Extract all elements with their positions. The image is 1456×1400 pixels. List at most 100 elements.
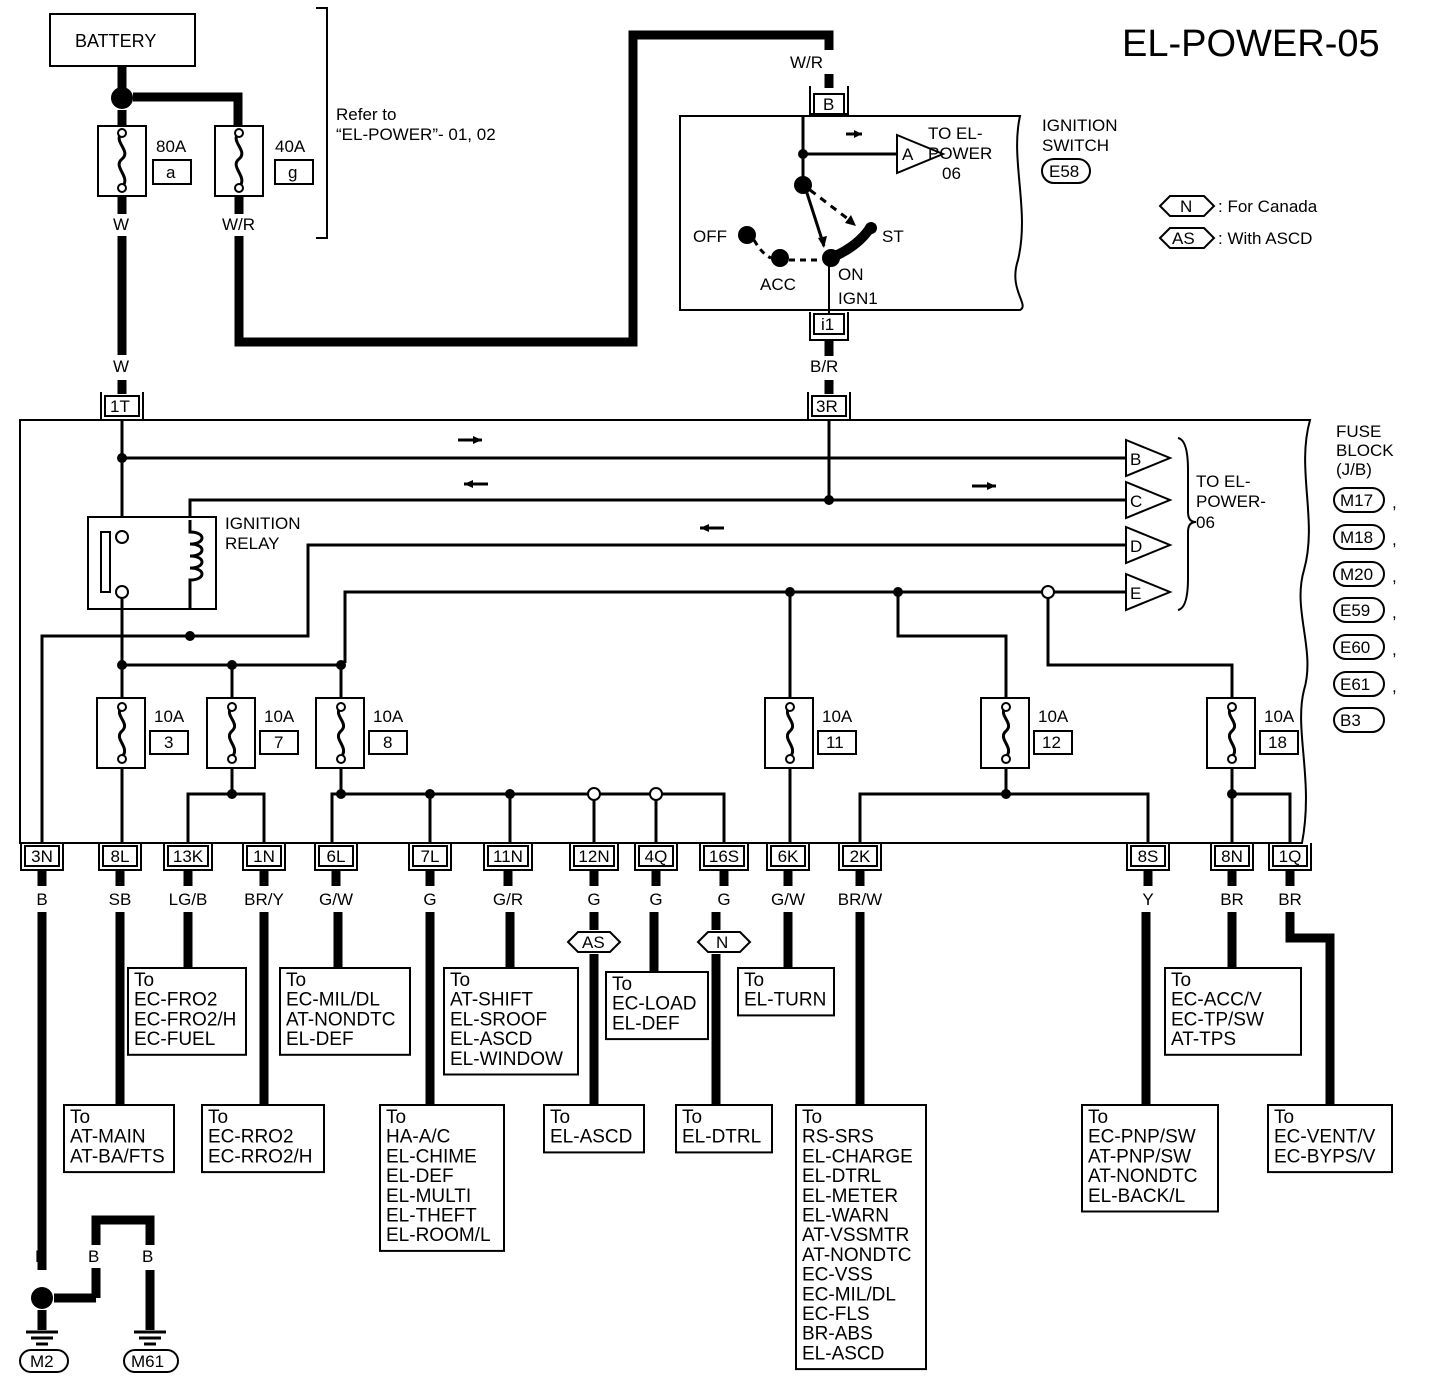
svg-text:EL-DEF: EL-DEF: [386, 1166, 454, 1187]
svg-text:g: g: [288, 163, 297, 182]
bottom-connector-group: 3NB8LSB13KLG/B1NBR/Y6LG/W7LG11NG/R12NG4Q…: [20, 843, 1312, 909]
ignition-switch-bottom-connector: i1: [809, 312, 849, 341]
refer-note-line1: Refer to: [336, 105, 396, 124]
svg-text:To: To: [682, 1107, 702, 1128]
fusible-link-40a: 40A g: [214, 125, 314, 197]
svg-text:BR-ABS: BR-ABS: [802, 1324, 873, 1345]
svg-text:EC-LOAD: EC-LOAD: [612, 994, 696, 1015]
legend-canada: N : For Canada: [1158, 195, 1318, 217]
wire-color-7l: G: [423, 890, 436, 909]
fuse-block-title3: (J/B): [1336, 460, 1372, 479]
fb-connector-e61: E61,: [1333, 671, 1397, 697]
wire-color-8n: BR: [1220, 890, 1244, 909]
connector-3n: 3NB: [20, 843, 64, 909]
ignition-switch-title1: IGNITION: [1042, 116, 1118, 135]
wire-color-6k: G/W: [771, 890, 805, 909]
destination-rs-srs-el-charge-el-dtrl-el-meter-el-warn-at-vssmtr-at-nondtc-ec-vss-ec-mildl-ec-fls-br-abs-el-ascd: ToRS-SRSEL-CHARGEEL-DTRLEL-METEREL-WARNA…: [795, 1104, 927, 1371]
fusible-link-80a: 80A a: [97, 125, 192, 197]
to-ref-b: B: [1125, 438, 1173, 478]
svg-text:i1: i1: [821, 315, 834, 334]
svg-text:EC-PNP/SW: EC-PNP/SW: [1088, 1127, 1196, 1148]
svg-text:10A: 10A: [373, 707, 404, 726]
switch-pos-acc: ACC: [760, 275, 796, 294]
svg-text:EL-ROOM/L: EL-ROOM/L: [386, 1225, 491, 1246]
ground-wire-color3: B: [142, 1247, 153, 1266]
svg-text:AT-NONDTC: AT-NONDTC: [286, 1009, 395, 1030]
to-ref-a-text2: POWER: [928, 144, 992, 163]
svg-text:EL-CHIME: EL-CHIME: [386, 1146, 477, 1167]
svg-text:3: 3: [164, 733, 173, 752]
svg-text:B: B: [823, 95, 834, 114]
svg-text:E60: E60: [1340, 638, 1370, 657]
svg-text:,: ,: [1392, 493, 1397, 512]
svg-text:To: To: [134, 970, 154, 991]
svg-text:EL-METER: EL-METER: [802, 1186, 898, 1207]
svg-text:HA-A/C: HA-A/C: [386, 1127, 450, 1148]
fuse-block-connector-list: M17,M18,M20,E59,E60,E61,B3: [1333, 487, 1397, 733]
svg-text:EC-TP/SW: EC-TP/SW: [1171, 1009, 1264, 1030]
svg-text:AT-BA/FTS: AT-BA/FTS: [70, 1146, 165, 1167]
wire-color-16s: G: [717, 890, 730, 909]
connector-e58-label: E58: [1049, 162, 1079, 181]
svg-text:AS: AS: [582, 933, 605, 952]
svg-text:E61: E61: [1340, 675, 1370, 694]
svg-text:EC-MIL/DL: EC-MIL/DL: [802, 1284, 896, 1305]
svg-text:40A: 40A: [275, 137, 306, 156]
svg-text:To: To: [744, 970, 764, 991]
svg-text:To: To: [286, 970, 306, 991]
wr-power-wire: [234, 30, 834, 347]
destination-group: ToEC-FRO2EC-FRO2/HEC-FUELToEC-MIL/DLAT-N…: [63, 967, 1393, 1371]
battery-label: BATTERY: [75, 31, 156, 51]
destination-ha-ac-el-chime-el-def-el-multi-el-theft-el-rooml: ToHA-A/CEL-CHIMEEL-DEFEL-MULTIEL-THEFTEL…: [379, 1104, 505, 1252]
svg-text:18: 18: [1268, 733, 1287, 752]
svg-text:EL-WINDOW: EL-WINDOW: [450, 1049, 563, 1070]
switch-pos-st: ST: [882, 227, 904, 246]
svg-text:13K: 13K: [173, 847, 204, 866]
svg-text:To: To: [802, 1107, 822, 1128]
to-el-power-text3: 06: [1196, 513, 1215, 532]
svg-text:10A: 10A: [1038, 707, 1069, 726]
fb-connector-e59: E59,: [1333, 597, 1397, 623]
connector-6l: 6LG/W: [314, 843, 358, 909]
diagram-title: EL-POWER-05: [1122, 23, 1380, 65]
wire-color-11n: G/R: [493, 890, 523, 909]
svg-text:EC-FRO2/H: EC-FRO2/H: [134, 1009, 236, 1030]
wire-color-3n: B: [36, 890, 47, 909]
ignition-switch-top-connector: B: [809, 86, 849, 115]
svg-text:EC-MIL/DL: EC-MIL/DL: [286, 990, 380, 1011]
svg-text:a: a: [166, 163, 176, 182]
svg-text:C: C: [1130, 492, 1142, 511]
svg-text:AT-NONDTC: AT-NONDTC: [1088, 1166, 1197, 1187]
svg-text:: For Canada: : For Canada: [1218, 197, 1318, 216]
relay-coil: [188, 520, 204, 608]
svg-text:EL-DTRL: EL-DTRL: [682, 1127, 761, 1148]
svg-text:EL-DTRL: EL-DTRL: [802, 1166, 881, 1187]
svg-text:EC-RRO2/H: EC-RRO2/H: [208, 1146, 313, 1167]
wire-color-12n: G: [587, 890, 600, 909]
wire-color-br: B/R: [810, 357, 838, 376]
wire-color-8l: SB: [109, 890, 132, 909]
svg-text:EC-FUEL: EC-FUEL: [134, 1029, 215, 1050]
to-ref-d: D: [1125, 525, 1173, 565]
svg-text:B: B: [1130, 450, 1141, 469]
svg-text:6L: 6L: [327, 847, 346, 866]
to-ref-c: C: [1125, 480, 1173, 520]
ignition-switch-title2: SWITCH: [1042, 136, 1109, 155]
wire-color-w-upper: W: [113, 215, 129, 234]
svg-text:EL-DEF: EL-DEF: [286, 1029, 354, 1050]
to-el-power-text2: POWER-: [1196, 492, 1266, 511]
svg-text:EL-ASCD: EL-ASCD: [450, 1029, 532, 1050]
connector-e58: [1041, 158, 1091, 184]
